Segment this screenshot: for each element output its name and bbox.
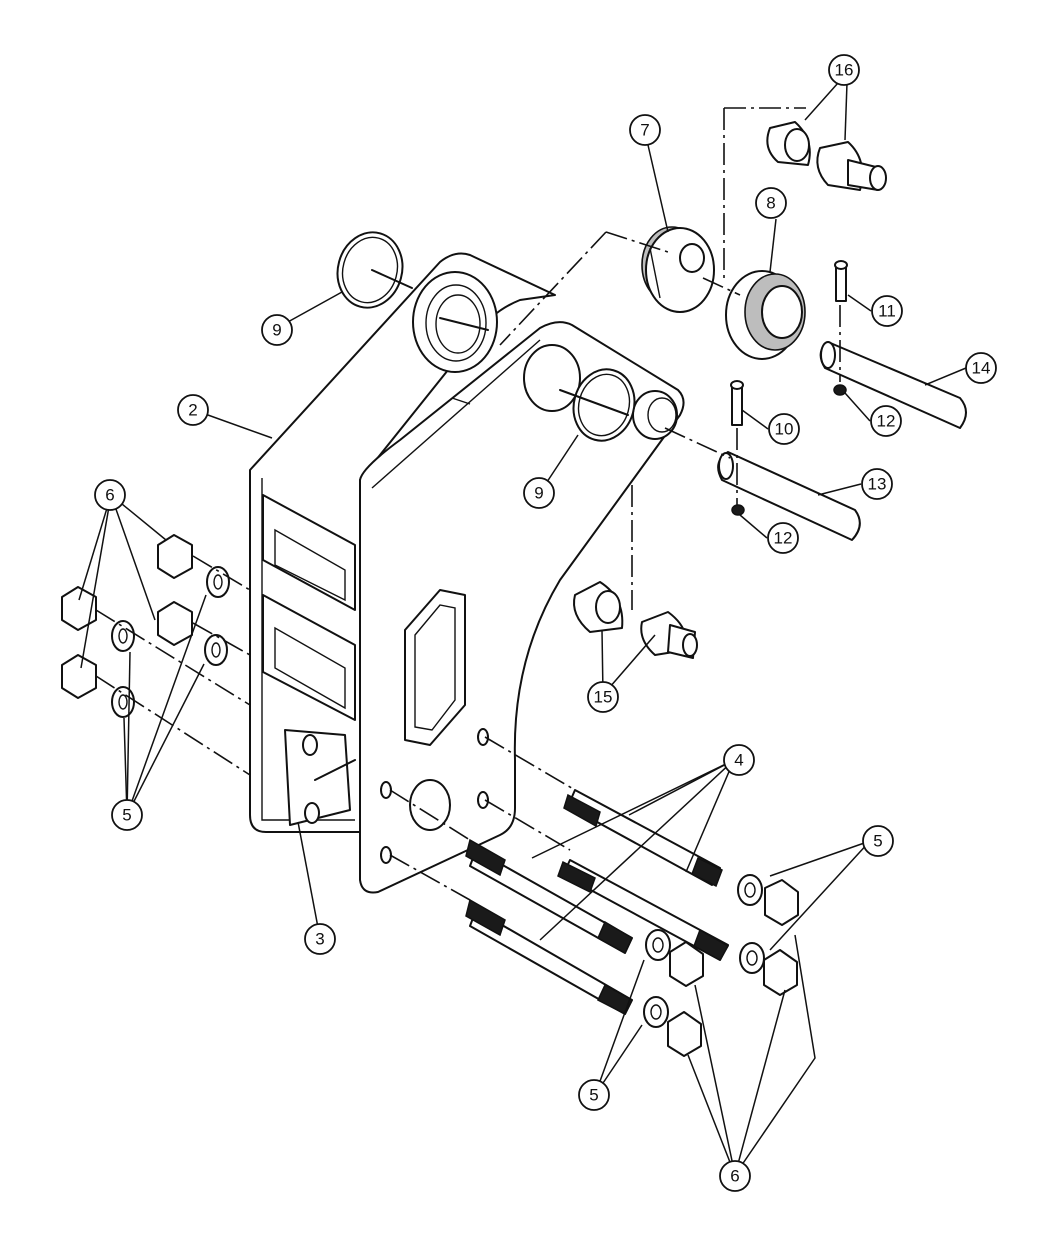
callout-label: 5 (873, 832, 882, 851)
callout-label: 9 (272, 321, 281, 340)
callout-8: 8 (755, 187, 787, 219)
studs-part-4 (465, 789, 730, 1016)
callout-label: 12 (877, 412, 896, 431)
callout-15: 15 (587, 681, 619, 713)
bolt-part-10 (730, 380, 744, 426)
callout-12-upper: 12 (870, 405, 902, 437)
callout-label: 6 (105, 486, 114, 505)
callout-5-right: 5 (862, 825, 894, 857)
washers-right (643, 874, 765, 1028)
snap-ring-upper (336, 231, 413, 309)
callout-label: 3 (315, 930, 324, 949)
callout-6-bottom: 6 (719, 1160, 751, 1192)
callout-3: 3 (304, 923, 336, 955)
callout-16: 16 (828, 54, 860, 86)
callout-9-lower: 9 (523, 477, 555, 509)
callout-9-upper: 9 (261, 314, 293, 346)
callout-label: 12 (774, 529, 793, 548)
callout-5-left: 5 (111, 799, 143, 831)
callout-7: 7 (629, 114, 661, 146)
nuts-left (61, 534, 193, 699)
callout-label: 2 (188, 401, 197, 420)
callout-label: 7 (640, 121, 649, 140)
gear-part-7 (641, 226, 715, 313)
callout-label: 6 (730, 1167, 739, 1186)
callout-label: 4 (734, 751, 743, 770)
bracket-part-3 (284, 729, 356, 826)
callout-label: 5 (589, 1086, 598, 1105)
callout-5-bottom: 5 (578, 1079, 610, 1111)
callout-label: 8 (766, 194, 775, 213)
callout-label: 16 (835, 61, 854, 80)
callout-11: 11 (871, 295, 903, 327)
pin-part-14 (819, 341, 967, 429)
callout-12-lower: 12 (767, 522, 799, 554)
callout-13: 13 (861, 468, 893, 500)
snap-ring-lower (559, 368, 636, 442)
housing-plate (249, 252, 685, 894)
callout-4: 4 (723, 744, 755, 776)
callout-label: 5 (122, 806, 131, 825)
callout-label: 13 (868, 475, 887, 494)
callout-label: 14 (972, 359, 991, 378)
bolt-part-11 (834, 260, 848, 302)
centerlines (95, 107, 841, 901)
callout-label: 11 (878, 302, 896, 321)
callout-14: 14 (965, 352, 997, 384)
pin-part-13 (717, 451, 861, 541)
bushing-pair-15 (573, 581, 698, 659)
callout-label: 9 (534, 484, 543, 503)
nut-part-12 (731, 384, 847, 516)
callout-label: 10 (775, 420, 794, 439)
bushing-pair-16 (766, 121, 887, 191)
callout-10: 10 (768, 413, 800, 445)
callout-2: 2 (177, 394, 209, 426)
callout-label: 15 (594, 688, 613, 707)
gear-part-8 (725, 270, 806, 360)
callout-6-left: 6 (94, 479, 126, 511)
nuts-right (667, 879, 799, 1057)
